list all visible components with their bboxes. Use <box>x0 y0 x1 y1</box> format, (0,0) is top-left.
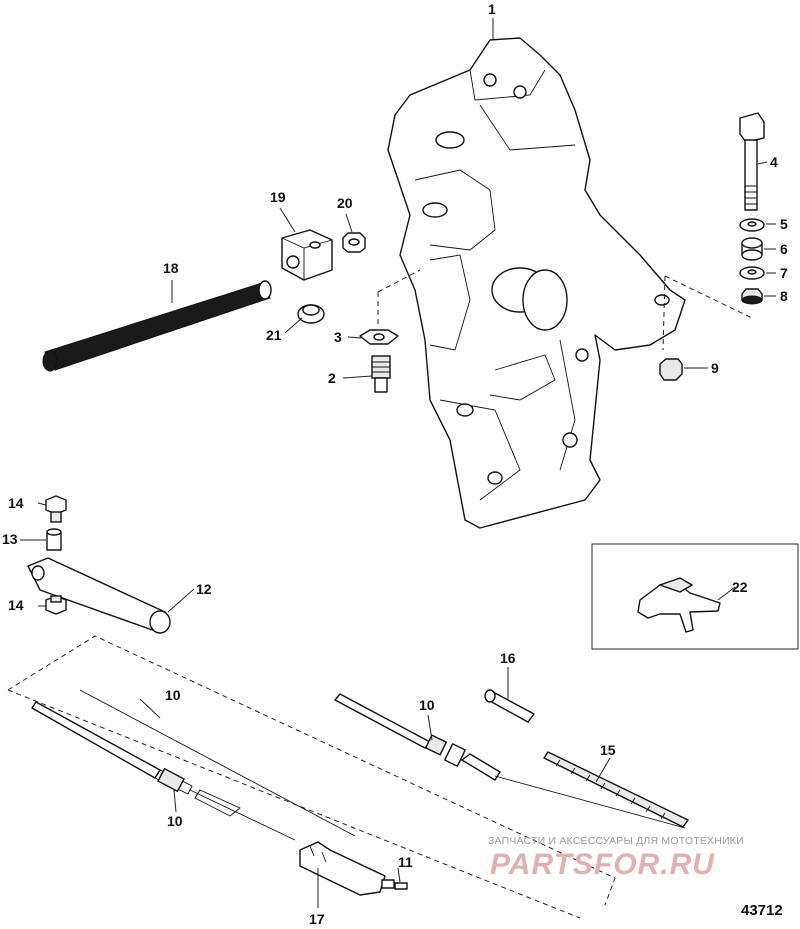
callout-20: 20 <box>337 195 353 211</box>
callout-15: 15 <box>600 742 616 758</box>
callout-16: 16 <box>500 650 516 666</box>
callout-5: 5 <box>780 216 788 232</box>
callout-4: 4 <box>770 154 778 170</box>
leader-lines <box>20 18 776 908</box>
pin-part-11 <box>394 882 408 890</box>
bracket-part-22 <box>637 577 721 633</box>
callout-17: 17 <box>309 911 325 927</box>
watermark-tagline: ЗАПЧАСТИ И АКСЕССУАРЫ ДЛЯ МОТОТЕХНИКИ <box>488 835 744 847</box>
screw-part-14-bottom <box>45 595 67 615</box>
nut-part-9 <box>659 358 683 381</box>
tie-bar-part-12 <box>27 557 171 634</box>
washer-part-5 <box>739 218 765 232</box>
inset-box <box>591 543 799 650</box>
nut-part-20 <box>342 232 366 253</box>
washer-part-7 <box>739 266 765 280</box>
callout-19: 19 <box>270 189 286 205</box>
stud-part-2 <box>371 355 391 393</box>
bolt-part-4 <box>739 112 765 211</box>
callout-14-top: 14 <box>8 495 24 511</box>
clevis-pin-part-16 <box>484 689 535 723</box>
callout-11: 11 <box>398 854 413 870</box>
callout-18: 18 <box>163 260 179 276</box>
callout-14-bottom: 14 <box>8 597 24 613</box>
callout-9: 9 <box>711 360 719 376</box>
figure-number: 43712 <box>741 902 783 919</box>
screw-part-14-top <box>45 495 67 523</box>
watermark-logo: PARTSFOR.RU <box>490 848 715 881</box>
callout-1: 1 <box>488 1 496 17</box>
tab-washer-part-3 <box>359 329 399 345</box>
threaded-rod-part-15 <box>542 751 690 828</box>
callout-12: 12 <box>196 581 212 597</box>
steering-cable-part-10-left <box>31 689 356 841</box>
callout-10-middle: 10 <box>419 697 435 713</box>
callout-7: 7 <box>780 265 788 281</box>
tilt-tube-part-18 <box>42 280 272 372</box>
block-part-19 <box>281 229 333 281</box>
callout-3: 3 <box>334 329 342 345</box>
bushing-part-21 <box>297 304 325 324</box>
callout-2: 2 <box>328 370 336 386</box>
callout-10-left-top: 10 <box>165 687 181 703</box>
sleeve-part-13 <box>46 528 62 551</box>
callout-13: 13 <box>2 531 18 547</box>
steering-cable-part-10-middle <box>334 693 686 829</box>
callout-22: 22 <box>732 579 748 595</box>
callout-21: 21 <box>266 327 282 343</box>
callout-6: 6 <box>780 241 788 257</box>
locknut-part-8 <box>741 288 763 305</box>
callout-8: 8 <box>780 288 788 304</box>
swivel-bracket-part-1 <box>387 37 686 529</box>
callout-10-left-bottom: 10 <box>167 813 183 829</box>
yoke-part-17 <box>299 841 395 896</box>
spacer-part-6 <box>741 237 763 261</box>
callout-numbers: 1 2 3 4 5 6 7 8 9 10 10 10 11 12 13 14 1… <box>2 1 788 927</box>
